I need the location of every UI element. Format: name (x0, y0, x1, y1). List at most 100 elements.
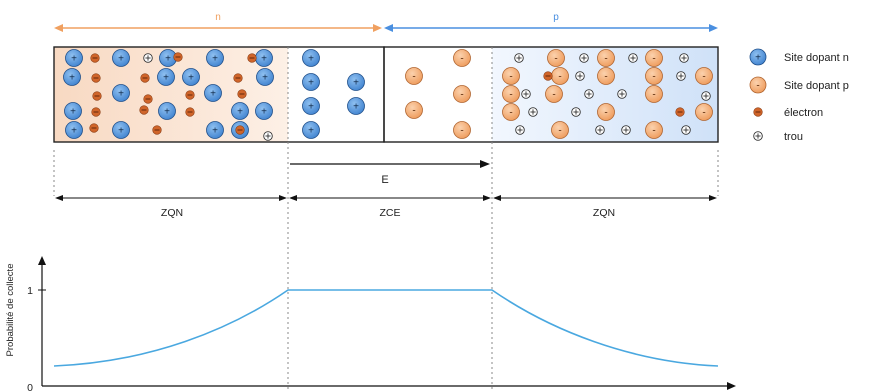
n-dopant-site: + (255, 102, 273, 120)
svg-text:-: - (652, 90, 655, 101)
electron (139, 105, 149, 115)
n-dopant-site: + (255, 49, 273, 67)
n-region-arrow (54, 24, 382, 32)
electron (143, 94, 153, 104)
y-axis-label: Probabilité de collecte (5, 264, 16, 357)
n-dopant-site: + (112, 49, 130, 67)
n-dopant-site: + (302, 97, 320, 115)
p-block-outline (383, 46, 719, 143)
n-dopant-site: + (158, 102, 176, 120)
p-dopant-site: - (645, 121, 663, 139)
y-axis-arrowhead (38, 256, 46, 265)
svg-text:+: + (210, 89, 216, 100)
n-dopant-site: + (302, 121, 320, 139)
svg-text:+: + (353, 78, 359, 89)
svg-text:-: - (509, 72, 512, 83)
n-dopant-site: + (204, 84, 222, 102)
hole (681, 125, 691, 135)
p-dopant-site: - (502, 67, 520, 85)
p-dopant-site: - (551, 121, 569, 139)
particles-layer: +++++++++++++++++++++++++---------------… (63, 49, 713, 141)
electron (237, 89, 247, 99)
n-dopant-site: + (302, 49, 320, 67)
svg-text:-: - (509, 108, 512, 119)
n-dopant-site: + (112, 121, 130, 139)
legend-n-dopant-label: Site dopant n (784, 52, 849, 64)
p-dopant-site: - (645, 85, 663, 103)
hole (571, 107, 581, 117)
hole (676, 71, 686, 81)
legend-p-dopant-label: Site dopant p (784, 80, 849, 92)
svg-text:-: - (460, 126, 463, 137)
electric-field-arrow (290, 160, 490, 168)
p-dopant-site-icon: - (749, 76, 767, 94)
p-dopant-site: - (405, 101, 423, 119)
electron (543, 71, 553, 81)
svg-text:+: + (212, 54, 218, 65)
p-dopant-site: - (645, 67, 663, 85)
svg-text:-: - (652, 126, 655, 137)
hole (595, 125, 605, 135)
electron (185, 107, 195, 117)
electron-icon (753, 107, 763, 117)
p-dopant-site: - (597, 49, 615, 67)
svg-text:+: + (118, 89, 124, 100)
svg-text:-: - (702, 72, 705, 83)
n-dopant-site: + (157, 68, 175, 86)
electron (140, 73, 150, 83)
collection-curve (53, 289, 719, 367)
electron (173, 52, 183, 62)
x-axis-arrowhead (727, 382, 736, 390)
svg-text:+: + (118, 54, 124, 65)
svg-text:+: + (164, 107, 170, 118)
p-dopant-site: - (695, 103, 713, 121)
svg-text:+: + (308, 54, 314, 65)
svg-text:-: - (604, 72, 607, 83)
legend-electron-label: électron (784, 107, 823, 119)
p-dopant-site: - (597, 103, 615, 121)
n-dopant-site: + (347, 73, 365, 91)
svg-text:-: - (604, 108, 607, 119)
p-dopant-site: - (547, 49, 565, 67)
electron (91, 73, 101, 83)
hole (575, 71, 585, 81)
svg-text:+: + (118, 126, 124, 137)
electron (90, 53, 100, 63)
p-label: p (553, 12, 559, 23)
zqn-right-label: ZQN (593, 207, 615, 219)
zce-label: ZCE (380, 207, 401, 219)
hole (617, 89, 627, 99)
n-dopant-site-icon: + (749, 48, 767, 66)
svg-text:+: + (212, 126, 218, 137)
p-region-arrow (384, 24, 718, 32)
svg-text:-: - (652, 72, 655, 83)
svg-text:+: + (71, 54, 77, 65)
p-dopant-site: - (405, 67, 423, 85)
svg-text:-: - (552, 90, 555, 101)
legend: + Site dopant n - Site dopant p électron… (749, 48, 849, 143)
svg-text:+: + (165, 54, 171, 65)
svg-text:-: - (460, 90, 463, 101)
n-dopant-site: + (231, 102, 249, 120)
n-dopant-site: + (206, 49, 224, 67)
n-dopant-site: + (63, 68, 81, 86)
hole (143, 53, 153, 63)
svg-text:-: - (509, 90, 512, 101)
svg-text:+: + (163, 73, 169, 84)
svg-text:+: + (308, 102, 314, 113)
hole (628, 53, 638, 63)
n-dopant-site: + (182, 68, 200, 86)
n-dopant-site: + (65, 121, 83, 139)
electron (152, 125, 162, 135)
svg-text:-: - (554, 54, 557, 65)
svg-text:+: + (353, 102, 359, 113)
p-dopant-site: - (695, 67, 713, 85)
svg-text:+: + (262, 73, 268, 84)
p-dopant-site: - (453, 121, 471, 139)
p-depletion-region (384, 47, 492, 142)
n-dopant-site: + (65, 49, 83, 67)
y-tick-label-0: 0 (27, 382, 33, 392)
n-dopant-site: + (347, 97, 365, 115)
region-dimension-arrows (55, 195, 717, 201)
electron (235, 125, 245, 135)
